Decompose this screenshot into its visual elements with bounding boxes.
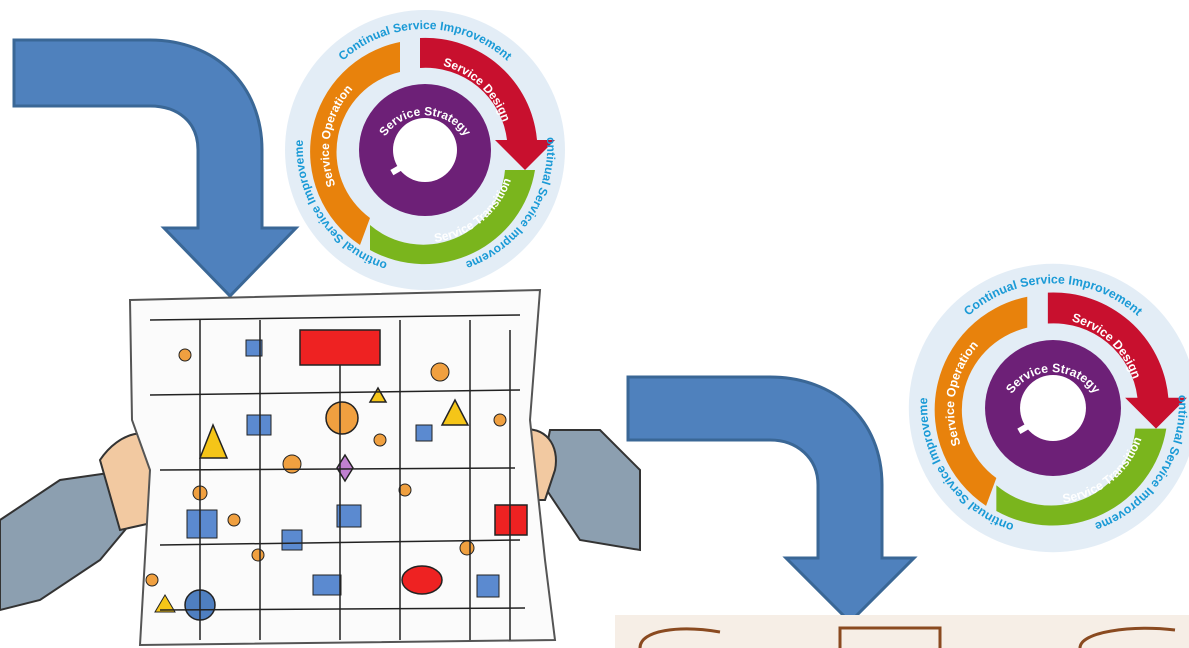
lifecycle-wheel-right: Continual Service Improvement Continual … bbox=[908, 263, 1189, 553]
lifecycle-wheel-top: Continual Service Improvement Continual … bbox=[285, 10, 565, 290]
curved-arrow-right bbox=[626, 375, 918, 625]
whiteboard-sketch bbox=[615, 615, 1189, 648]
curved-arrow-left bbox=[12, 38, 300, 299]
